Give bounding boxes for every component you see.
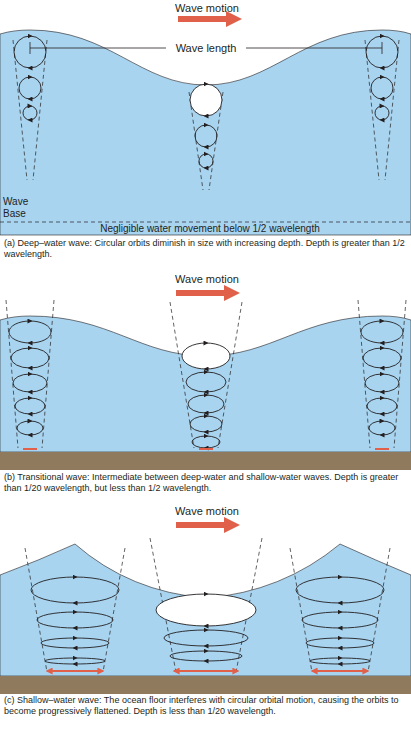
wavelength-line xyxy=(30,48,166,49)
bottom-motion-arrow xyxy=(47,670,103,672)
wave-motion-label: Wave motion xyxy=(147,273,267,286)
orbit-circle xyxy=(14,36,46,68)
orbit-ellipse xyxy=(363,348,401,368)
wave-base-line xyxy=(0,222,411,223)
figure-caption: (b) Transitional wave: Intermediate betw… xyxy=(4,472,408,494)
orbit-ellipse xyxy=(367,398,397,414)
orbit-cone xyxy=(365,40,379,180)
orbit-cone xyxy=(6,300,18,448)
orbit-ellipse xyxy=(306,638,374,648)
water-body xyxy=(0,30,411,235)
orbit-cone xyxy=(13,40,27,180)
orbit-ellipse xyxy=(190,416,222,432)
wave-motion-arrow xyxy=(176,517,240,533)
sea-floor xyxy=(0,676,411,694)
orbit-ellipse xyxy=(188,395,224,413)
wave-motion-label: Wave motion xyxy=(147,505,267,518)
orbit-circle xyxy=(195,125,217,147)
orbit-cone xyxy=(42,300,54,448)
orbit-cone xyxy=(368,548,390,672)
dimension-label: Wave length xyxy=(166,42,246,55)
orbit-ellipse xyxy=(156,594,256,626)
orbit-ellipse xyxy=(13,374,47,392)
orbit-ellipse xyxy=(186,372,226,392)
orbit-circle xyxy=(19,77,41,99)
bottom-motion-mark xyxy=(23,448,37,450)
wavelength-tick xyxy=(382,42,383,54)
orbit-ellipse xyxy=(365,374,399,392)
orbit-ellipse xyxy=(296,577,384,603)
orbit-cone xyxy=(33,40,47,180)
orbit-ellipse xyxy=(182,343,230,369)
orbit-ellipse xyxy=(45,658,105,664)
orbit-circle xyxy=(375,106,389,120)
water-body xyxy=(0,544,411,676)
bottom-motion-arrow xyxy=(174,670,238,672)
wave-motion-arrow xyxy=(176,285,240,301)
bottom-motion-arrow xyxy=(312,670,368,672)
orbit-cone xyxy=(358,300,370,448)
orbit-cone xyxy=(394,300,406,448)
orbit-circle xyxy=(371,77,393,99)
orbit-circle xyxy=(199,154,213,168)
wavelength-tick xyxy=(30,42,31,54)
figure-caption: (c) Shallow–water wave: The ocean floor … xyxy=(4,695,408,717)
bottom-motion-mark xyxy=(375,448,389,450)
orbit-ellipse xyxy=(11,348,49,368)
wave-base-label: Wave Base xyxy=(3,196,33,219)
orbit-circle xyxy=(190,84,222,116)
orbit-circle xyxy=(23,106,37,120)
orbit-ellipse xyxy=(37,612,113,628)
orbit-cone xyxy=(290,548,312,672)
orbit-circle xyxy=(366,36,398,68)
orbit-ellipse xyxy=(302,612,378,628)
orbit-ellipse xyxy=(170,651,242,661)
orbit-ellipse xyxy=(310,658,370,664)
orbit-ellipse xyxy=(369,421,395,435)
orbit-ellipse xyxy=(361,321,403,343)
orbit-cone xyxy=(103,548,125,672)
note-label: Negligible water movement below 1/2 wave… xyxy=(50,223,370,235)
orbit-ellipse xyxy=(15,398,45,414)
orbit-cone xyxy=(25,548,47,672)
orbit-ellipse xyxy=(17,421,43,435)
bottom-motion-mark xyxy=(199,448,213,450)
sea-floor xyxy=(0,452,411,470)
orbit-ellipse xyxy=(41,638,109,648)
orbit-cone xyxy=(385,40,399,180)
orbit-ellipse xyxy=(164,630,248,646)
orbit-ellipse xyxy=(31,577,119,603)
wave-motion-label: Wave motion xyxy=(147,2,267,15)
wavelength-line xyxy=(246,48,382,49)
orbit-ellipse xyxy=(192,436,220,448)
figure-caption: (a) Deep–water wave: Circular orbits dim… xyxy=(4,238,408,260)
water-body xyxy=(0,316,411,452)
orbit-ellipse xyxy=(9,321,51,343)
